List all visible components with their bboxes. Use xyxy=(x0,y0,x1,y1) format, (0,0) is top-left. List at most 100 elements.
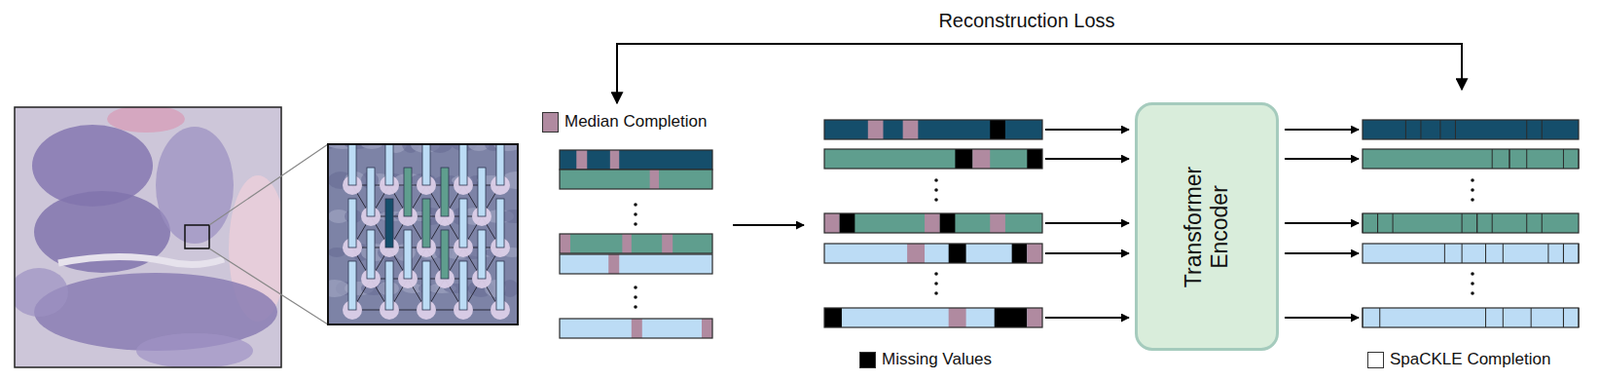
loss-label: Reconstruction Loss xyxy=(938,9,1115,33)
ellipsis-dot xyxy=(1470,290,1475,295)
completed-cell-divider xyxy=(1485,243,1487,263)
missing-cell xyxy=(839,213,856,233)
completed-cell-divider xyxy=(1392,213,1394,233)
legend-swatch xyxy=(542,111,559,133)
median-cell xyxy=(701,318,713,338)
ellipsis-dot xyxy=(934,187,939,192)
legend-swatch xyxy=(859,351,876,368)
ellipsis-dot xyxy=(934,290,939,295)
missing-cell xyxy=(989,119,1006,140)
zoom-line xyxy=(209,144,328,225)
feature-vector-border xyxy=(559,169,713,189)
missing-cell xyxy=(824,307,842,328)
output-arrow xyxy=(1284,157,1359,160)
tissue-region xyxy=(136,332,254,367)
feature-vector-column xyxy=(1362,119,1579,328)
median-cell xyxy=(608,254,619,274)
expression-bar xyxy=(403,167,412,217)
feature-vector-column xyxy=(559,149,713,338)
feature-vector xyxy=(824,243,1043,263)
ellipsis-dot xyxy=(1470,187,1475,192)
median-cell xyxy=(989,213,1006,233)
median-cell xyxy=(576,149,587,170)
feature-vector xyxy=(824,213,1043,233)
median-cell xyxy=(1026,243,1043,263)
tissue-texture xyxy=(327,279,350,297)
expression-bar xyxy=(496,198,505,248)
feature-vector xyxy=(1362,119,1579,140)
expression-bar xyxy=(348,144,357,185)
ellipsis-dot xyxy=(1470,178,1475,182)
tissue-region xyxy=(155,126,234,244)
input-arrow xyxy=(1045,252,1129,255)
ellipsis-dot xyxy=(934,178,939,182)
completed-cell-divider xyxy=(1476,213,1478,233)
ellipsis-dot xyxy=(633,221,638,226)
loss-bracket-arrow xyxy=(617,43,1462,104)
median-cell xyxy=(661,233,673,254)
feature-vector-border xyxy=(1362,148,1579,169)
ellipsis-dot xyxy=(934,281,939,286)
completed-cell-divider xyxy=(1405,119,1407,140)
feature-vector-border xyxy=(824,213,1043,233)
output-arrow xyxy=(1284,252,1359,255)
median-cell xyxy=(868,119,884,140)
expression-bar xyxy=(440,167,449,217)
expression-bar xyxy=(422,144,431,185)
completed-cell-divider xyxy=(1454,119,1456,140)
output-arrow xyxy=(1284,221,1359,224)
completed-cell-divider xyxy=(1377,213,1379,233)
output-arrow xyxy=(1284,128,1359,131)
output-arrow xyxy=(1284,316,1359,319)
expression-bar xyxy=(459,260,468,310)
median-cell xyxy=(903,119,919,140)
median-cell xyxy=(631,318,643,338)
completed-cell-divider xyxy=(1526,119,1528,140)
feature-vector-border xyxy=(824,243,1043,263)
expression-bar xyxy=(496,260,505,310)
expression-bar xyxy=(422,260,431,310)
completed-cell-divider xyxy=(1508,148,1510,169)
feature-vector-column xyxy=(824,119,1043,328)
tissue-texture xyxy=(427,144,453,153)
expression-bar xyxy=(422,198,431,248)
feature-vector-border xyxy=(559,254,713,274)
feature-vector xyxy=(559,318,713,338)
legend-swatch xyxy=(1367,351,1384,368)
ellipsis-dot xyxy=(633,285,638,290)
expression-bar xyxy=(366,167,375,217)
expression-bar xyxy=(477,167,486,217)
tissue-gap xyxy=(58,255,224,264)
legend-item: Missing Values xyxy=(859,349,992,369)
expression-bar xyxy=(385,198,394,248)
legend-text: Median Completion xyxy=(564,111,707,132)
feature-vector xyxy=(1362,307,1579,328)
tissue-border xyxy=(14,107,282,367)
feature-vector xyxy=(1362,148,1579,169)
feature-vector xyxy=(824,307,1043,328)
feature-vector-border xyxy=(824,307,1043,328)
expression-bar xyxy=(385,144,394,185)
expression-bar xyxy=(348,198,357,248)
completed-cell-divider xyxy=(1563,243,1564,263)
completed-cell-divider xyxy=(1379,307,1381,328)
completed-cell-divider xyxy=(1491,148,1493,169)
completed-cell-divider xyxy=(1502,243,1504,263)
ellipsis-dot xyxy=(934,271,939,276)
ellipsis-dot xyxy=(1470,281,1475,286)
zoom-square xyxy=(184,224,210,249)
encoder-box: Transformer Encoder xyxy=(1134,102,1279,351)
legend-text: SpaCKLE Completion xyxy=(1389,349,1551,369)
completed-cell-divider xyxy=(1419,119,1421,140)
completed-cell-divider xyxy=(1541,213,1543,233)
median-cell xyxy=(907,243,925,263)
expression-bar xyxy=(403,229,412,279)
feature-vector xyxy=(824,148,1043,169)
median-cell xyxy=(948,307,967,328)
feature-vector-border xyxy=(824,148,1043,169)
node-label: Transformer Encoder xyxy=(1180,144,1234,310)
input-arrow xyxy=(1045,128,1129,131)
completed-cell-divider xyxy=(1377,213,1379,233)
input-arrow xyxy=(1045,221,1129,224)
